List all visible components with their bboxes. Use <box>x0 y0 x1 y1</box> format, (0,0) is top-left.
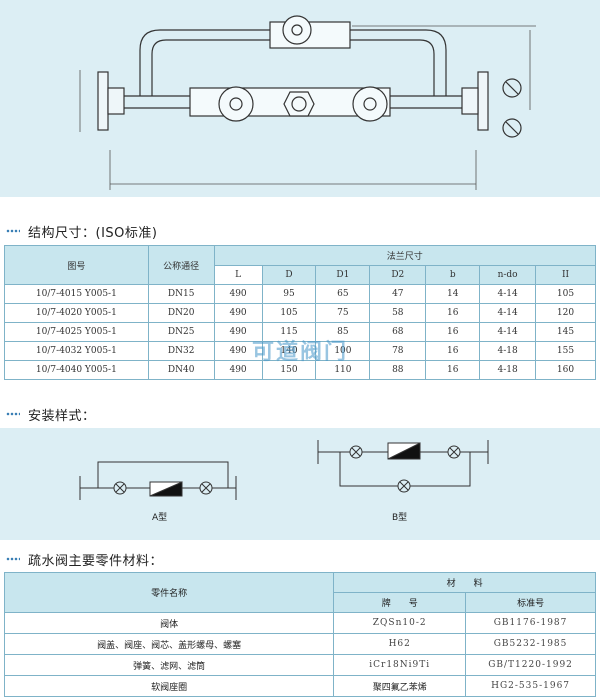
subcol-b: b <box>425 265 481 285</box>
table-cell: 10/7-4025 Y005-1 <box>4 322 149 342</box>
subcol-n-do: n-do <box>479 265 537 285</box>
table-cell: GB1176-1987 <box>465 612 596 634</box>
table-cell: 4-14 <box>479 284 537 304</box>
table-cell: 160 <box>535 360 596 380</box>
table-cell: DN25 <box>147 322 215 342</box>
table-cell: 110 <box>315 360 371 380</box>
table-cell: 78 <box>369 341 427 361</box>
table-cell: 47 <box>369 284 427 304</box>
table-cell: 68 <box>369 322 427 342</box>
install-diagrams: A型 B型 <box>0 428 600 540</box>
col-drawing-no: 图号 <box>4 245 149 285</box>
type-b-label: B型 <box>392 513 408 523</box>
table-cell: 490 <box>213 360 263 380</box>
dots-icon <box>6 556 20 562</box>
table-cell: 4-14 <box>479 322 537 342</box>
table-cell: 490 <box>213 341 263 361</box>
subcol-II: II <box>535 265 596 285</box>
materials-section-heading: 疏水阀主要零件材料： <box>6 550 164 569</box>
table-cell: 95 <box>261 284 317 304</box>
table-cell: 弹簧、滤网、滤筒 <box>3 654 335 676</box>
structure-section-title: 结构尺寸：(ISO标准) <box>28 225 158 241</box>
table-cell: 88 <box>369 360 427 380</box>
table-cell: DN20 <box>147 303 215 323</box>
table-cell: 105 <box>535 284 596 304</box>
subcol-D1: D1 <box>315 265 371 285</box>
install-section-title: 安装样式： <box>28 408 96 424</box>
install-section-heading: 安装样式： <box>6 405 96 424</box>
table-cell: 65 <box>315 284 371 304</box>
table-cell: 10/7-4040 Y005-1 <box>4 360 149 380</box>
col-standard: 标准号 <box>465 592 596 613</box>
dots-icon <box>6 228 20 234</box>
table-cell: H62 <box>333 633 467 655</box>
valve-assembly-drawing <box>0 0 600 197</box>
type-a-label: A型 <box>152 513 168 523</box>
table-cell: 490 <box>213 303 263 323</box>
table-cell: 聚四氟乙苯烯 <box>333 675 467 697</box>
watermark: 可道阀门 <box>252 340 349 365</box>
table-cell: DN15 <box>147 284 215 304</box>
table-cell: 阀盖、阀座、阀芯、盖形螺母、螺塞 <box>3 633 335 655</box>
table-cell: 490 <box>213 322 263 342</box>
table-cell: 16 <box>425 303 481 323</box>
table-cell: 16 <box>425 341 481 361</box>
table-cell: 10/7-4015 Y005-1 <box>4 284 149 304</box>
table-cell: GB/T1220-1992 <box>465 654 596 676</box>
table-cell: iCr18Ni9Ti <box>333 654 467 676</box>
valve-drawing-svg <box>79 15 536 190</box>
table-cell: 4-18 <box>479 360 537 380</box>
table-cell: 105 <box>261 303 317 323</box>
structure-section-heading: 结构尺寸：(ISO标准) <box>6 222 158 241</box>
table-cell: 75 <box>315 303 371 323</box>
table-cell: 软阀座圈 <box>3 675 335 697</box>
table-cell: DN32 <box>147 341 215 361</box>
col-material: 材 料 <box>333 572 596 593</box>
subcol-D2: D2 <box>369 265 427 285</box>
table-cell: 4-14 <box>479 303 537 323</box>
dimensions-table: 图号 公称通径 法兰尺寸 L D D1 D2 b n-do II 10/7-40… <box>4 245 597 380</box>
table-cell: 4-18 <box>479 341 537 361</box>
table-cell: 16 <box>425 322 481 342</box>
install-diagram-svg <box>79 440 489 500</box>
table-cell: DN40 <box>147 360 215 380</box>
table-cell: HG2-535-1967 <box>465 675 596 697</box>
subcol-D: D <box>261 265 317 285</box>
materials-section-title: 疏水阀主要零件材料： <box>28 553 164 569</box>
subcol-L: L <box>213 265 263 285</box>
table-cell: ZQSn10-2 <box>333 612 467 634</box>
table-cell: 10/7-4020 Y005-1 <box>4 303 149 323</box>
dots-icon <box>6 411 20 417</box>
col-nominal-diameter: 公称通径 <box>147 245 215 285</box>
table-cell: 145 <box>535 322 596 342</box>
table-cell: 150 <box>261 360 317 380</box>
col-flange-dims: 法兰尺寸 <box>213 245 597 266</box>
table-cell: 58 <box>369 303 427 323</box>
table-cell: 10/7-4032 Y005-1 <box>4 341 149 361</box>
table-cell: 14 <box>425 284 481 304</box>
table-cell: 阀体 <box>3 612 335 634</box>
table-cell: 155 <box>535 341 596 361</box>
table-cell: 16 <box>425 360 481 380</box>
col-part-name: 零件名称 <box>3 572 335 613</box>
table-cell: 490 <box>213 284 263 304</box>
table-cell: GB5232-1985 <box>465 633 596 655</box>
col-grade: 牌 号 <box>333 592 467 613</box>
table-cell: 120 <box>535 303 596 323</box>
table-cell: 100 <box>315 341 371 361</box>
